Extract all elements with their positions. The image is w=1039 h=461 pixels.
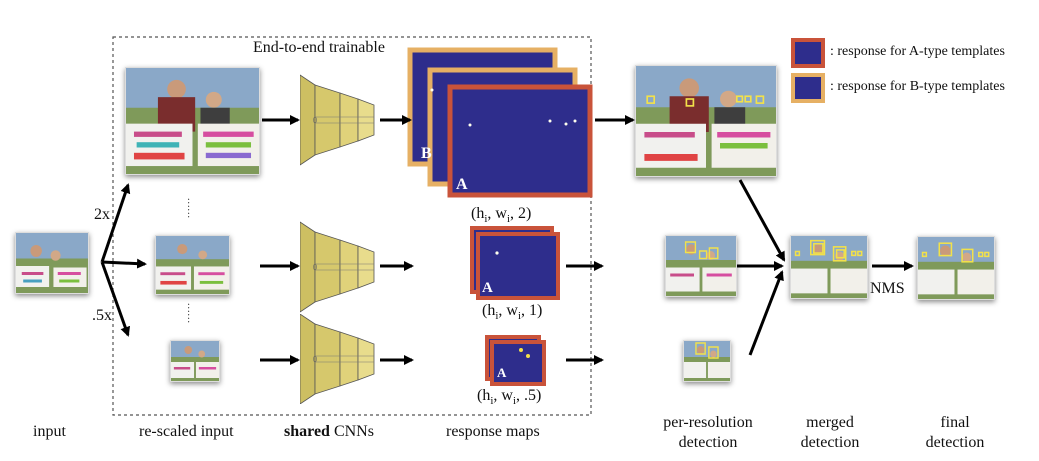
dims-label-2x: (hi, wi, 2): [471, 205, 532, 226]
trainable-region-box: [112, 36, 592, 416]
ellipsis-lower: ......: [185, 303, 196, 324]
detection-photo-1x: [665, 235, 737, 297]
legend-b-text: : response for B-type templates: [830, 79, 1005, 94]
legend-a-swatch: [791, 38, 825, 68]
rescaled-photo-05x: [170, 340, 220, 382]
response-maps-05x: [485, 335, 546, 386]
diagram-title: End-to-end trainable: [253, 39, 385, 56]
ellipsis-upper: ......: [185, 198, 196, 219]
map-letter-a-1x: A: [482, 280, 493, 296]
map-letter-a-2x: A: [456, 176, 468, 193]
column-label-response: response maps: [446, 423, 540, 440]
scale-label-05x: .5x: [92, 307, 112, 324]
rescaled-photo-2x: [125, 67, 260, 175]
merged-detection-photo: [790, 235, 868, 299]
response-maps-2x: [407, 47, 593, 198]
dims-label-1x: (hi, wi, 1): [482, 302, 543, 323]
map-letter-a-05x: A: [497, 365, 507, 380]
dims-label-05x: (hi, wi, .5): [477, 387, 542, 408]
legend-b-swatch: [791, 73, 825, 103]
column-label-rescaled: re-scaled input: [139, 423, 234, 440]
response-maps-1x: [470, 226, 560, 300]
legend-a-text: : response for A-type templates: [830, 44, 1005, 59]
detection-photo-2x: [635, 65, 777, 177]
detection-photo-05x: [683, 340, 731, 382]
final-detection-photo: [917, 236, 995, 300]
input-photo: [15, 232, 89, 294]
cnn-block-2x: [300, 74, 375, 166]
column-label-cnn: shared CNNs: [284, 423, 374, 440]
flow-arrows: [100, 115, 914, 365]
cnn-block-05x: [300, 314, 375, 404]
scale-label-2x: 2x: [94, 206, 110, 223]
cnn-block-1x: [300, 221, 375, 313]
column-label-input: input: [33, 423, 66, 440]
map-letter-b: B: [421, 145, 432, 162]
nms-label: NMS: [870, 280, 905, 297]
rescaled-photo-1x: [155, 235, 230, 295]
